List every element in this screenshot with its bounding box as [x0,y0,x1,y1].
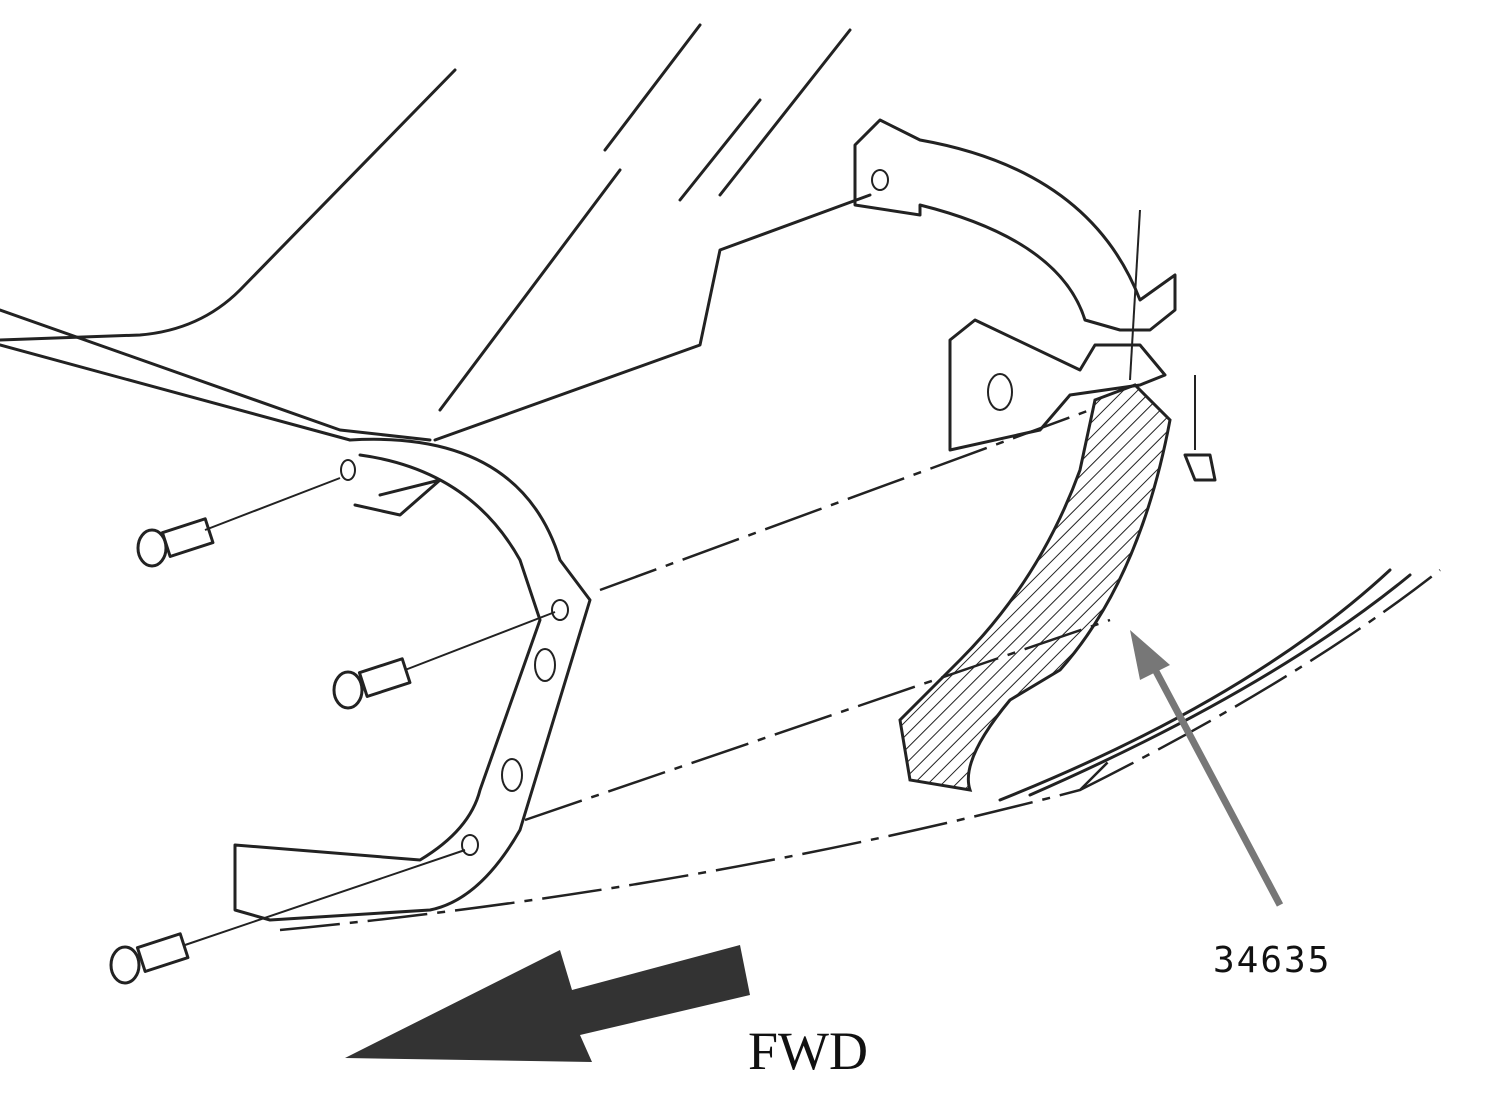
alignment-lines [279,209,1441,932]
upper-bracket [853,118,1177,332]
frame-bracket [233,437,592,922]
forward-arrow-icon [345,945,750,1062]
part-number-label: 34635 [1213,940,1332,981]
bolt [136,477,341,568]
bumper-pad [898,318,1217,792]
forward-direction-label: FWD [748,1021,868,1081]
bolts [109,477,556,985]
bolt [109,849,466,985]
bolt [332,611,556,710]
body-outline [0,23,872,442]
callout-pointer [1130,630,1284,907]
